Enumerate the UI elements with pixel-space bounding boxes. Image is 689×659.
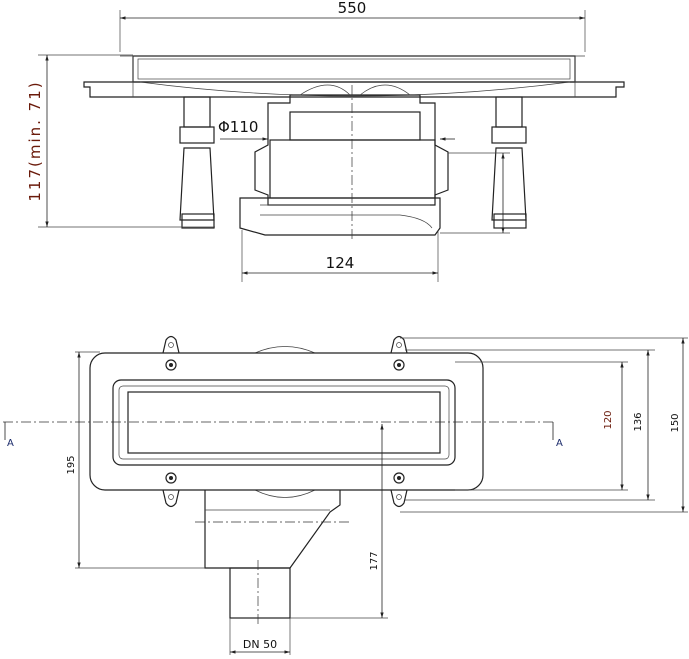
section-mark-right: A (556, 438, 563, 449)
dimension-label-150: 150 (670, 413, 681, 432)
dimension-label-124: 124 (326, 254, 355, 272)
channel-frame (112, 379, 456, 466)
mounting-lugs (162, 335, 408, 508)
dimension-label-136: 136 (633, 412, 644, 431)
height-label: 117(min. 71) (26, 80, 44, 201)
right-foot (491, 96, 527, 229)
left-foot (179, 96, 215, 229)
dimension-label-177: 177 (369, 551, 380, 570)
grate (132, 55, 576, 83)
dimension-label-550: 550 (338, 0, 367, 17)
section-mark-left: A (7, 438, 14, 449)
outer-frame (89, 352, 484, 491)
outlet (195, 490, 350, 625)
side-view: 550 Φ11 (26, 0, 625, 282)
diameter-label: Φ110 (218, 118, 258, 136)
dimension-label-195: 195 (66, 455, 77, 474)
channel (127, 391, 441, 454)
flange (83, 81, 625, 98)
dimension-label-120: 120 (603, 410, 614, 429)
plan-view: A A 195 177 DN 50 120 136 150 (3, 335, 688, 655)
dimension-label-dn50: DN 50 (243, 638, 277, 651)
drain-body (239, 84, 449, 236)
